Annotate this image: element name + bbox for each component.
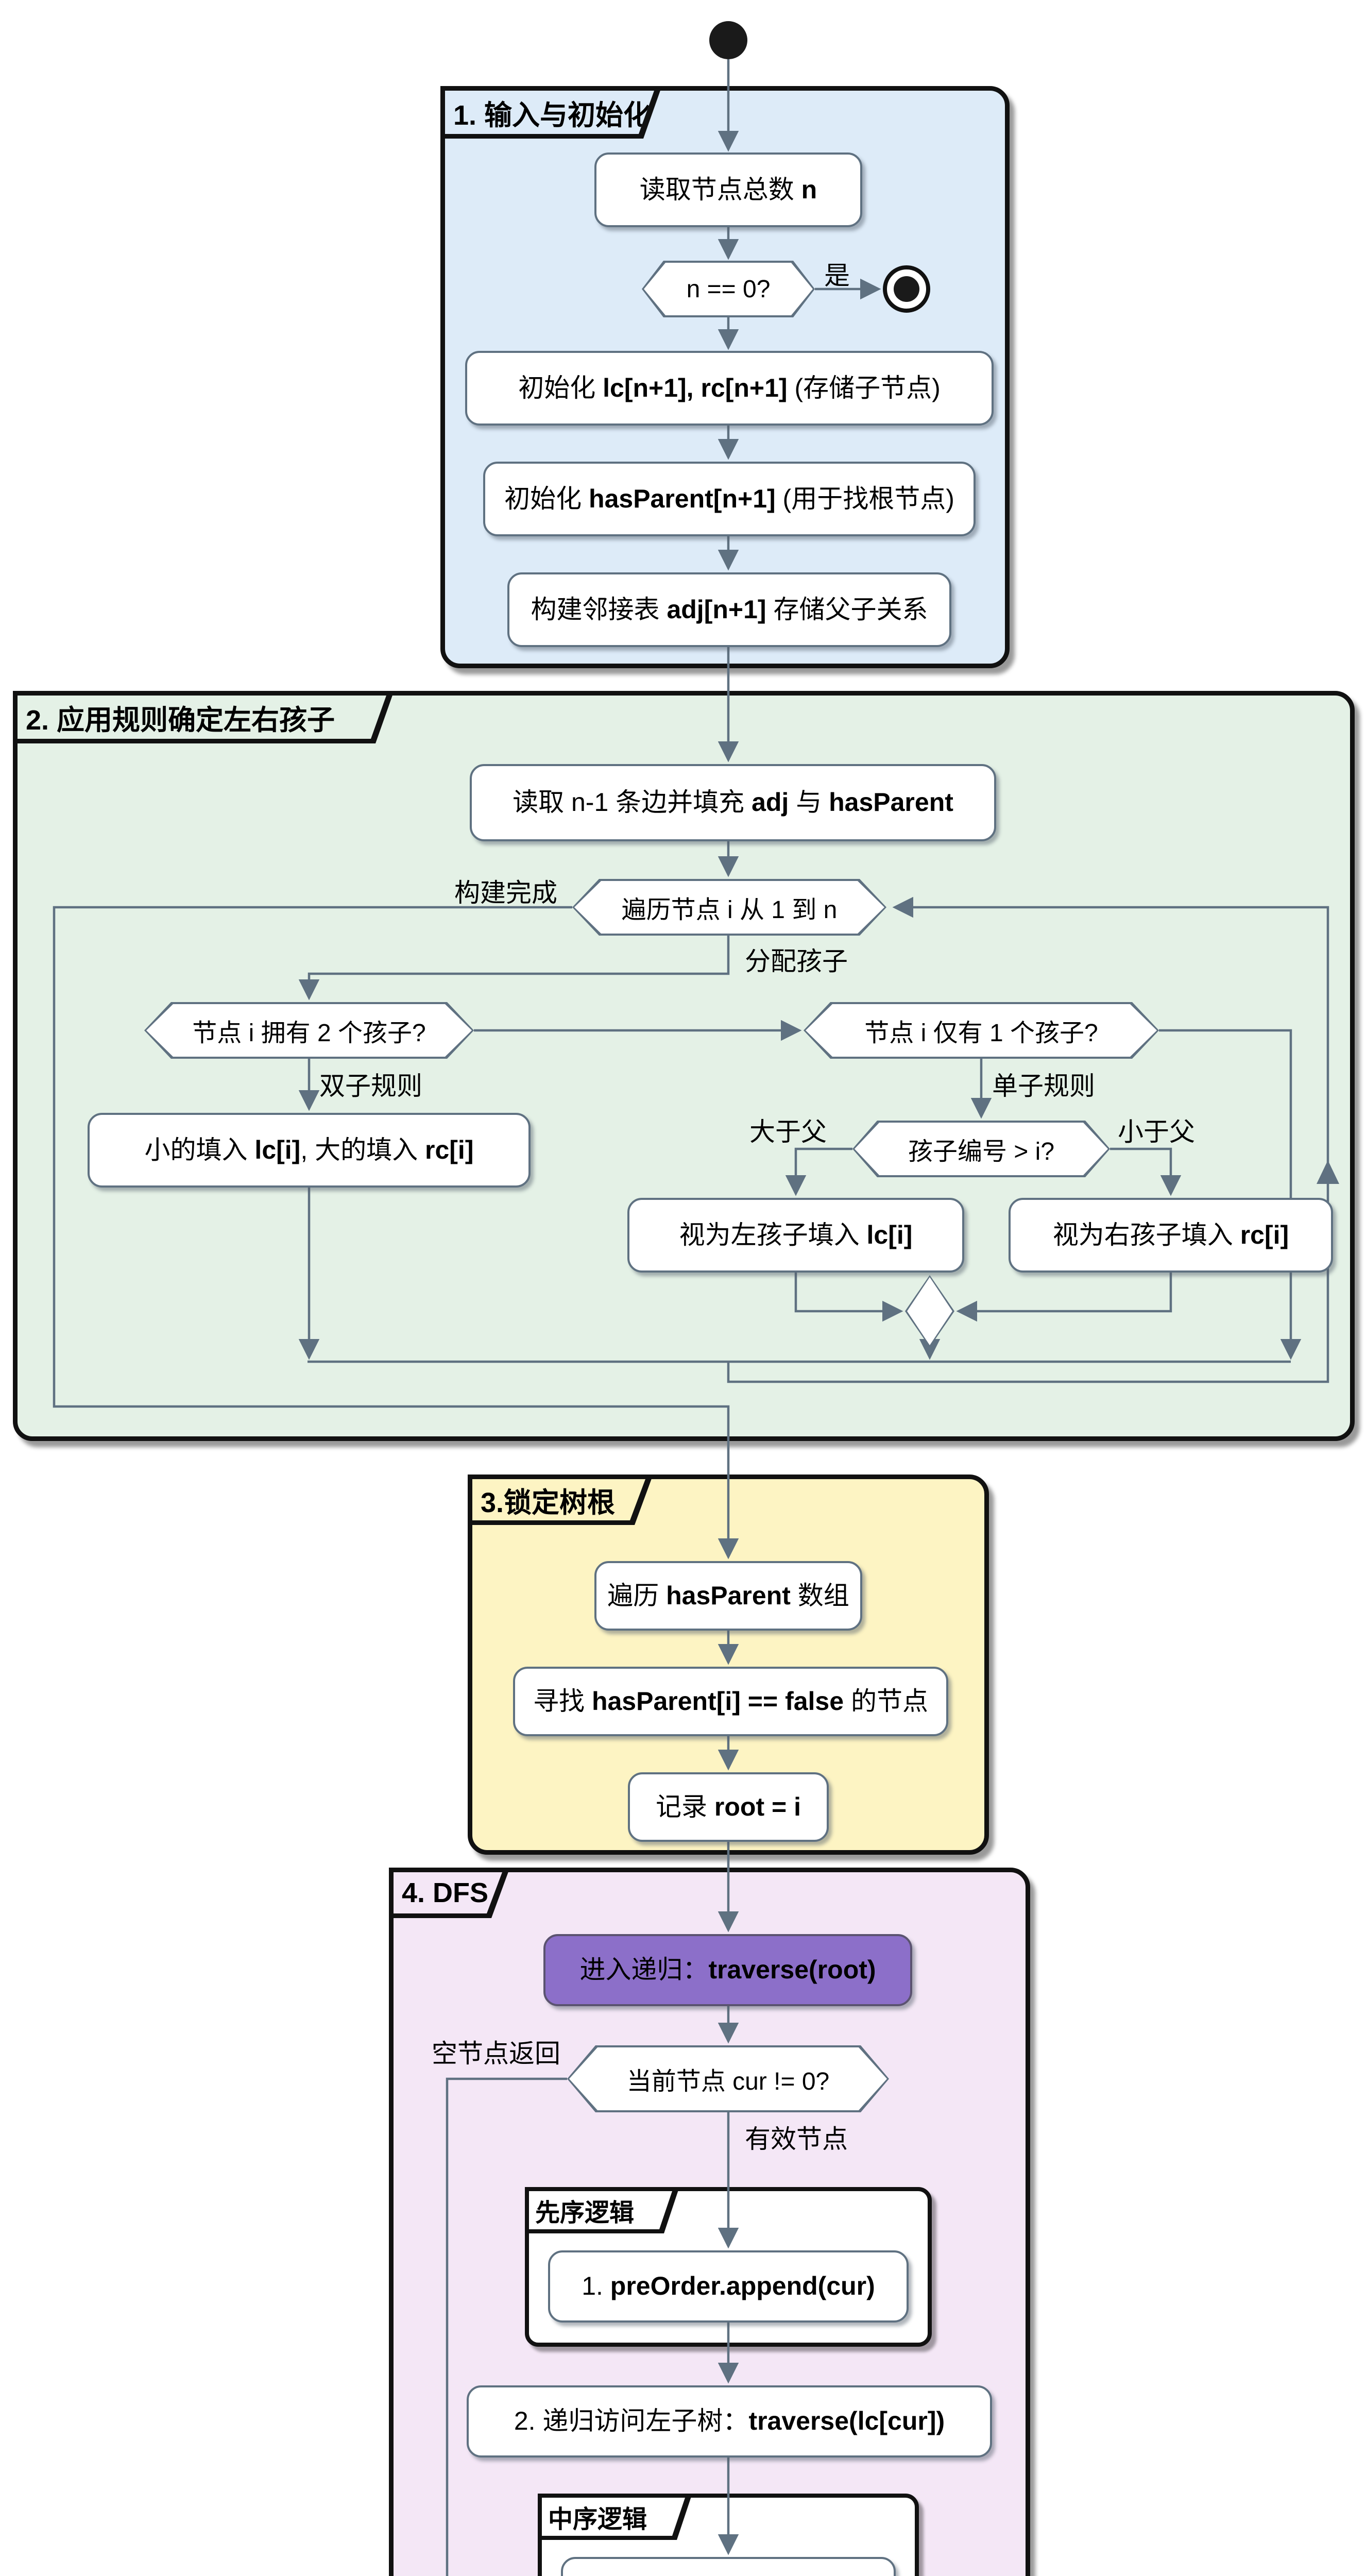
loop-nodes-label: 遍历节点 i 从 1 到 n [621, 896, 838, 924]
activity-read-edges: 读取 n-1 条边并填充 adj 与 hasParent [470, 764, 996, 841]
partition-2-label: 2. 应用规则确定左右孩子 [26, 704, 335, 736]
end-node-early-exit [883, 265, 930, 313]
edge-label-assign-children: 分配孩子 [745, 947, 848, 976]
start-node [709, 21, 747, 59]
activity-preorder-append: 1. preOrder.append(cur) [548, 2250, 909, 2323]
edge-label-valid-node: 有效节点 [745, 2125, 848, 2154]
activity-inorder-append: 3. inOrder.append(cur) [561, 2557, 896, 2576]
edge-label-one-child-rule: 单子规则 [992, 1072, 1095, 1100]
activity-record-root: 记录 root = i [628, 1772, 829, 1842]
activity-as-left-child-label: 视为左孩子填入 lc[i] [679, 1220, 913, 1249]
edge-label-gt-parent: 大于父 [749, 1117, 827, 1146]
group-preorder-label: 先序逻辑 [535, 2199, 635, 2227]
decision-cur-not-zero: 当前节点 cur != 0? [567, 2045, 889, 2112]
group-inorder-tab: 中序逻辑 [538, 2494, 692, 2540]
decision-n-zero: n == 0? [642, 261, 815, 317]
activity-init-hasparent: 初始化 hasParent[n+1] (用于找根节点) [483, 462, 976, 536]
edge-label-build-done: 构建完成 [454, 878, 557, 907]
activity-fill-small-big-label: 小的填入 lc[i], 大的填入 rc[i] [144, 1135, 474, 1164]
activity-init-lc-rc-label: 初始化 lc[n+1], rc[n+1] (存储子节点) [518, 373, 941, 402]
decision-one-child-label: 节点 i 仅有 1 个孩子? [864, 1020, 1098, 1047]
edge-label-null-return: 空节点返回 [432, 2039, 560, 2068]
partition-1-label: 1. 输入与初始化 [453, 99, 652, 131]
activity-read-n-label: 读取节点总数 n [639, 175, 817, 204]
loop-nodes-hexagon: 遍历节点 i 从 1 到 n [572, 879, 886, 936]
activity-preorder-append-label: 1. preOrder.append(cur) [582, 2272, 875, 2301]
partition-3-label: 3.锁定树根 [481, 1487, 616, 1518]
activity-as-right-child-label: 视为右孩子填入 rc[i] [1052, 1220, 1289, 1249]
decision-n-zero-label: n == 0? [686, 275, 771, 303]
decision-one-child: 节点 i 仅有 1 个孩子? [804, 1002, 1159, 1059]
activity-enter-recursion: 进入递归：traverse(root) [543, 1934, 912, 2006]
decision-two-children: 节点 i 拥有 2 个孩子? [144, 1002, 474, 1059]
activity-iter-hasparent: 遍历 hasParent 数组 [594, 1561, 862, 1631]
activity-fill-small-big: 小的填入 lc[i], 大的填入 rc[i] [88, 1113, 531, 1188]
activity-init-hasparent-label: 初始化 hasParent[n+1] (用于找根节点) [504, 484, 954, 513]
partition-2-tab: 2. 应用规则确定左右孩子 [13, 691, 394, 743]
decision-cur-not-zero-label: 当前节点 cur != 0? [626, 2068, 830, 2095]
activity-left-recurse-label: 2. 递归访问左子树：traverse(lc[cur]) [514, 2406, 945, 2436]
activity-iter-hasparent-label: 遍历 hasParent 数组 [607, 1581, 849, 1610]
group-inorder-label: 中序逻辑 [548, 2506, 647, 2533]
edge-label-lt-parent: 小于父 [1118, 1117, 1195, 1146]
activity-find-root-label: 寻找 hasParent[i] == false 的节点 [533, 1686, 928, 1716]
partition-3-tab: 3.锁定树根 [468, 1475, 653, 1525]
partition-4-label: 4. DFS [402, 1877, 489, 1908]
activity-build-adj: 构建邻接表 adj[n+1] 存储父子关系 [507, 572, 951, 647]
activity-enter-recursion-label: 进入递归：traverse(root) [579, 1955, 876, 1985]
decision-child-gt-i-label: 孩子编号 > i? [908, 1138, 1055, 1165]
decision-child-gt-i: 孩子编号 > i? [852, 1121, 1110, 1177]
edge-label-two-child-rule: 双子规则 [319, 1072, 422, 1100]
activity-read-n: 读取节点总数 n [594, 152, 862, 227]
activity-record-root-label: 记录 root = i [656, 1792, 801, 1821]
activity-as-left-child: 视为左孩子填入 lc[i] [627, 1198, 964, 1273]
partition-4-tab: 4. DFS [389, 1868, 510, 1918]
partition-1-tab: 1. 输入与初始化 [440, 86, 662, 139]
activity-build-adj-label: 构建邻接表 adj[n+1] 存储父子关系 [531, 595, 928, 624]
edge-label-yes: 是 [824, 261, 850, 290]
end-node-early-exit-dot [894, 276, 919, 302]
activity-init-lc-rc: 初始化 lc[n+1], rc[n+1] (存储子节点) [465, 351, 994, 426]
activity-left-recurse: 2. 递归访问左子树：traverse(lc[cur]) [467, 2385, 992, 2458]
activity-find-root: 寻找 hasParent[i] == false 的节点 [513, 1667, 948, 1736]
decision-two-children-label: 节点 i 拥有 2 个孩子? [192, 1020, 426, 1047]
group-preorder-tab: 先序逻辑 [525, 2187, 679, 2233]
activity-read-edges-label: 读取 n-1 条边并填充 adj 与 hasParent [513, 788, 953, 817]
activity-as-right-child: 视为右孩子填入 rc[i] [1009, 1198, 1333, 1273]
